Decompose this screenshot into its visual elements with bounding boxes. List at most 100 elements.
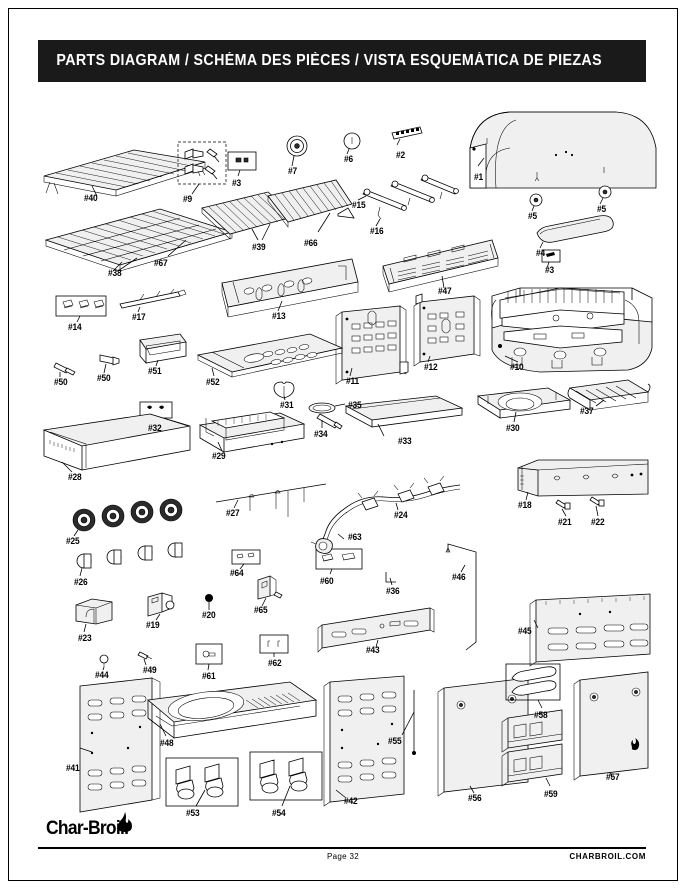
callout-label: #42: [344, 796, 358, 807]
part-17-electrode-wire: [119, 288, 187, 313]
part-59-door-brackets: [501, 709, 563, 787]
callout-label: #51: [148, 366, 162, 377]
callout-label: #64: [230, 568, 244, 579]
page-number: Page 32: [327, 852, 359, 861]
part-7-bezel-ring: [286, 135, 308, 167]
part-47-heat-tent-panel: [382, 239, 499, 293]
part-27-electrode-rail: [215, 483, 327, 517]
part-61-62-hardware-packs: [195, 634, 289, 671]
callout-label: #44: [95, 670, 109, 681]
part-33-flat-shelf: [344, 395, 464, 437]
callout-label: #3: [232, 178, 241, 189]
callout-label: #61: [202, 671, 216, 682]
callout-label: #31: [280, 400, 294, 411]
callout-label: #3: [545, 265, 554, 276]
part-21-22-screws: [555, 496, 605, 517]
callout-label: #34: [314, 429, 328, 440]
part-19-igniter-module: [147, 592, 175, 621]
callout-label: #11: [346, 376, 359, 387]
callout-label: #49: [143, 665, 157, 676]
page-title: PARTS DIAGRAM / SCHÉMA DES PIÈCES / VIST…: [56, 52, 602, 69]
callout-label: #20: [202, 610, 216, 621]
footer-divider: [38, 847, 646, 849]
part-60-clip-pack: [315, 548, 363, 575]
part-11-side-panel: [335, 305, 409, 385]
part-43-cart-cross-rail: [317, 607, 435, 653]
callout-label: #27: [226, 508, 240, 519]
part-26-knob-bezels: [76, 542, 183, 577]
callout-label: #18: [518, 500, 532, 511]
part-34-35-valve-parts: [308, 402, 346, 430]
callout-label: #33: [398, 436, 412, 447]
callout-label: #29: [212, 451, 226, 462]
callout-label: #14: [68, 322, 82, 333]
part-28-side-shelf: [42, 413, 191, 473]
callout-label: #37: [580, 406, 594, 417]
part-20-knob-pin: [205, 594, 213, 610]
callout-label: #25: [66, 536, 80, 547]
part-36-wire-bracket: [385, 572, 396, 586]
part-29-grease-tray-frame: [198, 411, 306, 453]
brand-logo-text: Char-Broil.: [46, 818, 129, 839]
part-6-temperature-gauge: [343, 132, 361, 155]
callout-label: #67: [154, 258, 168, 269]
part-38-67-cooking-grates: [44, 208, 234, 272]
callout-label: #5: [597, 204, 606, 215]
part-18-control-panel: [517, 459, 649, 501]
callout-label: #4: [536, 248, 545, 259]
callout-label: #32: [148, 423, 162, 434]
callout-label: #28: [68, 472, 82, 483]
part-65-igniter-box: [257, 575, 283, 607]
part-48-cart-bottom-shelf: [147, 681, 318, 739]
callout-label: #50: [54, 377, 68, 388]
callout-label: #41: [66, 763, 80, 774]
part-3-hardware-box: [227, 151, 257, 177]
callout-label: #23: [78, 633, 92, 644]
callout-label: #30: [506, 423, 520, 434]
callout-label: #9: [183, 194, 192, 205]
part-41-cart-side-left: [79, 677, 161, 813]
callout-label: #2: [396, 150, 405, 161]
callout-label: #56: [468, 793, 482, 804]
callout-label: #50: [97, 373, 111, 384]
callout-label: #59: [544, 789, 558, 800]
callout-label: #40: [84, 193, 98, 204]
callout-label: #5: [528, 211, 537, 222]
callout-label: #22: [591, 517, 605, 528]
part-40-warming-shelf: [43, 149, 206, 197]
part-24-manifold-assembly: [343, 475, 461, 514]
part-56-cart-door-left: [437, 677, 529, 797]
callout-label: #17: [132, 312, 146, 323]
callout-label: #47: [438, 286, 452, 297]
callout-label: #12: [424, 362, 438, 373]
part-31-clip: [273, 381, 295, 401]
callout-label: #45: [518, 626, 532, 637]
callout-label: #60: [320, 576, 334, 587]
part-46-gas-hose-guide: [445, 543, 477, 651]
part-1-grill-lid: [469, 111, 657, 189]
part-10-firebox-body: [491, 287, 653, 373]
callout-label: #13: [272, 311, 286, 322]
website-url: CHARBROIL.COM: [569, 852, 646, 861]
part-9-screw-kit: [177, 141, 227, 195]
part-23-corner-bracket: [75, 598, 113, 633]
part-63-gas-hose-regulator: [310, 508, 348, 554]
callout-label: #63: [348, 532, 362, 543]
callout-label: #1: [474, 172, 483, 183]
callout-label: #7: [288, 166, 297, 177]
callout-label: #43: [366, 645, 380, 656]
callout-label: #62: [268, 658, 282, 669]
callout-label: #48: [160, 738, 174, 749]
part-64-hardware-pack: [231, 549, 261, 570]
callout-label: #36: [386, 586, 400, 597]
part-57-cart-door-right: [573, 671, 649, 781]
flame-icon: [118, 812, 132, 832]
part-45-cart-back-panel: [529, 593, 651, 667]
part-4-5-handle-washers: [529, 185, 614, 269]
callout-label: #57: [606, 772, 620, 783]
callout-label: #26: [74, 577, 88, 588]
part-51-grease-cup: [139, 333, 187, 367]
